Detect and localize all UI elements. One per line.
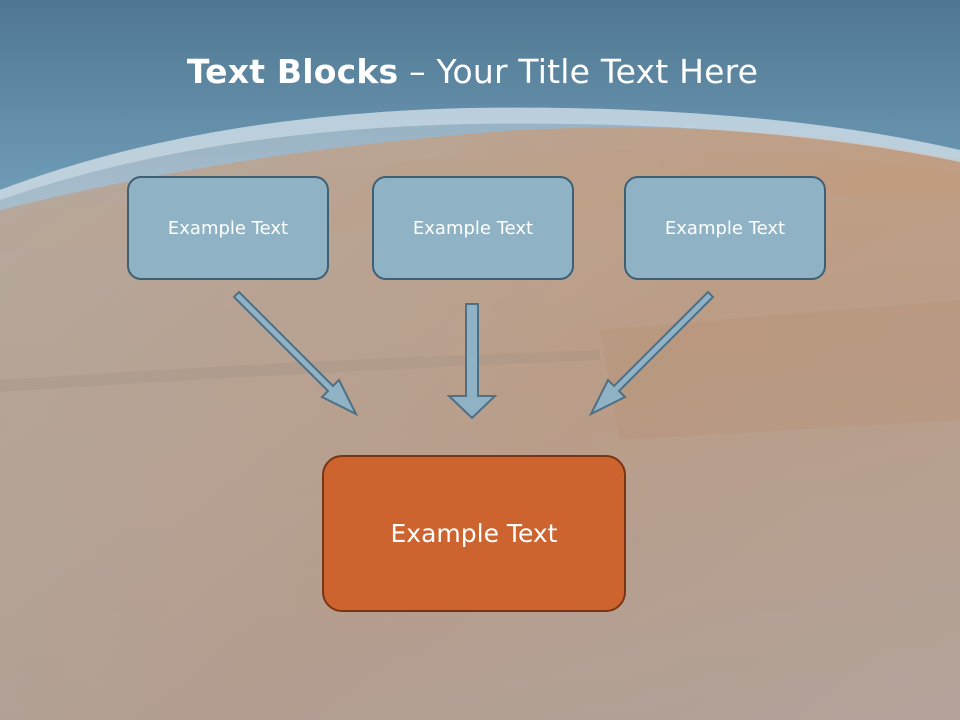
text-block-main[interactable]: Example Text <box>322 455 626 612</box>
text-block-left-label: Example Text <box>167 217 289 239</box>
text-block-center[interactable]: Example Text <box>372 176 574 280</box>
text-block-left[interactable]: Example Text <box>127 176 329 280</box>
title-bold-part: Text Blocks <box>186 52 399 91</box>
text-block-right[interactable]: Example Text <box>624 176 826 280</box>
slide-title: Text Blocks – Your Title Text Here <box>0 52 945 91</box>
text-block-center-label: Example Text <box>412 217 534 239</box>
text-block-right-label: Example Text <box>664 217 786 239</box>
title-rest-part: – Your Title Text Here <box>398 52 759 91</box>
text-block-main-label: Example Text <box>390 519 558 548</box>
